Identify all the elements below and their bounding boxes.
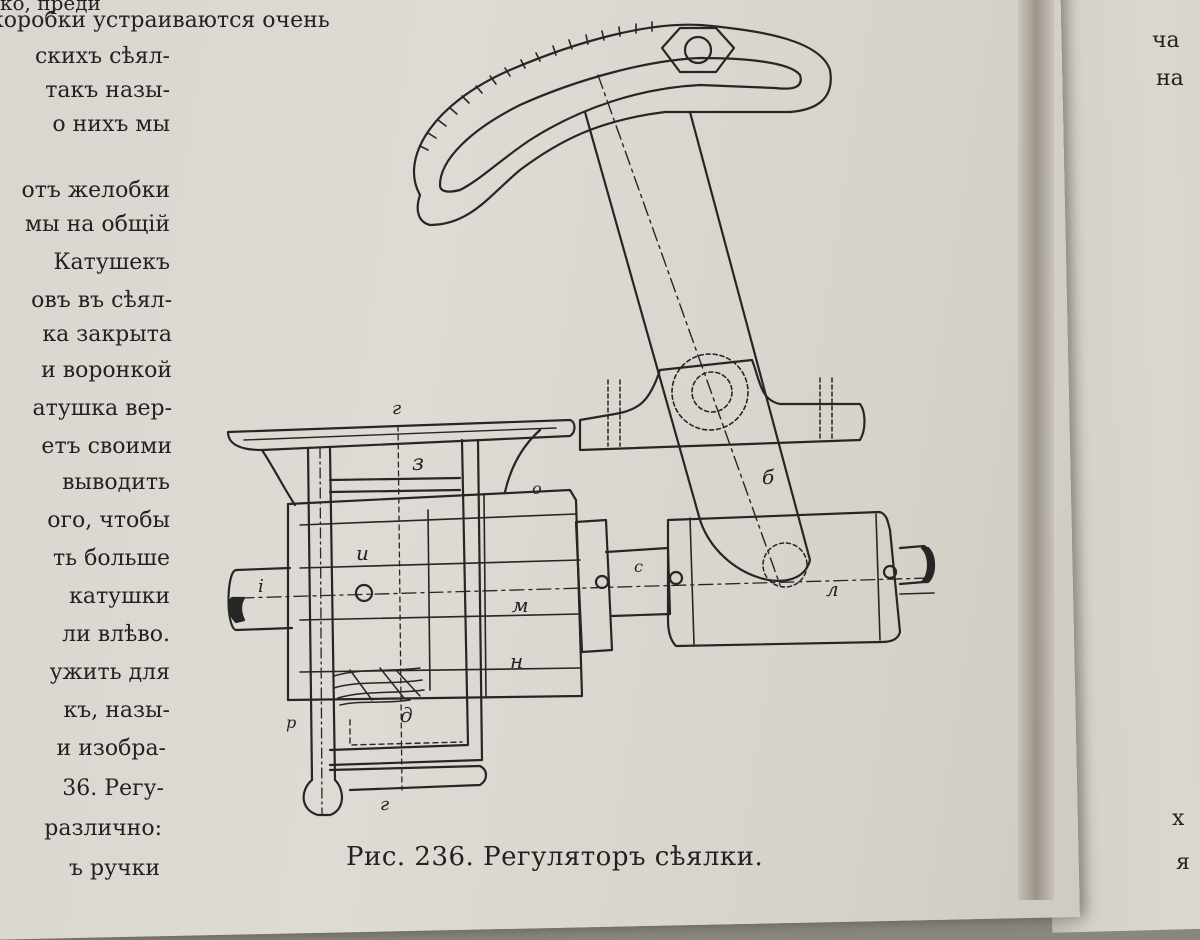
coupling <box>574 518 614 654</box>
label-m: м <box>512 593 529 617</box>
text-line: етъ своими <box>41 434 172 459</box>
regulator-figure: г з о і и м н с л б р д г <box>226 21 936 817</box>
text-line: Катушекъ <box>53 250 170 275</box>
seed-hatching <box>333 667 425 706</box>
text-line: и изобра- <box>56 736 166 761</box>
text-line: атушка вер- <box>32 396 172 421</box>
text-line: коробки устраиваются очень <box>0 8 330 33</box>
right-text-line: я <box>1176 850 1190 875</box>
text-line: ого, чтобы <box>47 508 170 533</box>
label-p: р <box>286 713 296 732</box>
left-shaft <box>227 566 294 632</box>
text-line: различно: <box>44 816 162 841</box>
label-o: о <box>532 479 542 498</box>
text-line: отъ желобки <box>21 178 170 203</box>
right-text-line: на <box>1156 66 1184 91</box>
quadrant-slot <box>438 56 802 193</box>
right-text-line: х <box>1172 806 1185 831</box>
text-line: мы на общій <box>24 212 170 237</box>
text-line: такъ назы- <box>45 78 170 103</box>
text-line: ъ ручки <box>69 856 160 881</box>
figure-caption: Рис. 236. Регуляторъ сѣялки. <box>346 842 764 872</box>
text-line: ть больше <box>52 546 170 571</box>
text-line: ко, преди <box>0 0 101 15</box>
book-gutter <box>1018 0 1054 900</box>
label-l: л <box>826 577 839 601</box>
label-n: н <box>510 649 523 673</box>
text-line: ли влѣво. <box>62 622 170 647</box>
text-line: 36. Регу- <box>62 776 164 801</box>
quadrant-outer <box>412 23 832 227</box>
right-text-line: ча <box>1152 28 1180 53</box>
text-line: и воронкой <box>41 358 172 383</box>
hex-nut <box>660 26 736 74</box>
text-line: катушки <box>69 584 170 609</box>
label-i-left: і <box>258 576 264 597</box>
label-g-bottom: г <box>380 794 389 815</box>
label-z-top: з <box>412 451 424 476</box>
label-d: д <box>400 703 413 727</box>
text-line: къ, назы- <box>63 698 170 723</box>
label-g-top: г <box>392 398 401 419</box>
text-line: ужить для <box>49 660 170 685</box>
top-plate <box>226 418 576 452</box>
lever-shaft <box>583 110 812 582</box>
text-line: скихъ сѣял- <box>34 44 170 69</box>
right-housing <box>666 510 902 648</box>
label-s: с <box>634 557 643 576</box>
vertical-rod <box>302 446 343 817</box>
pivot-bracket <box>578 358 866 452</box>
text-line: о нихъ мы <box>52 112 170 137</box>
scale-ticks <box>419 21 653 151</box>
right-frame <box>328 438 470 752</box>
text-line: выводить <box>62 470 170 495</box>
text-line: ка закрыта <box>42 322 172 347</box>
label-b: б <box>762 465 775 489</box>
label-u: и <box>356 541 369 565</box>
text-line: овъ въ сѣял- <box>31 288 172 313</box>
